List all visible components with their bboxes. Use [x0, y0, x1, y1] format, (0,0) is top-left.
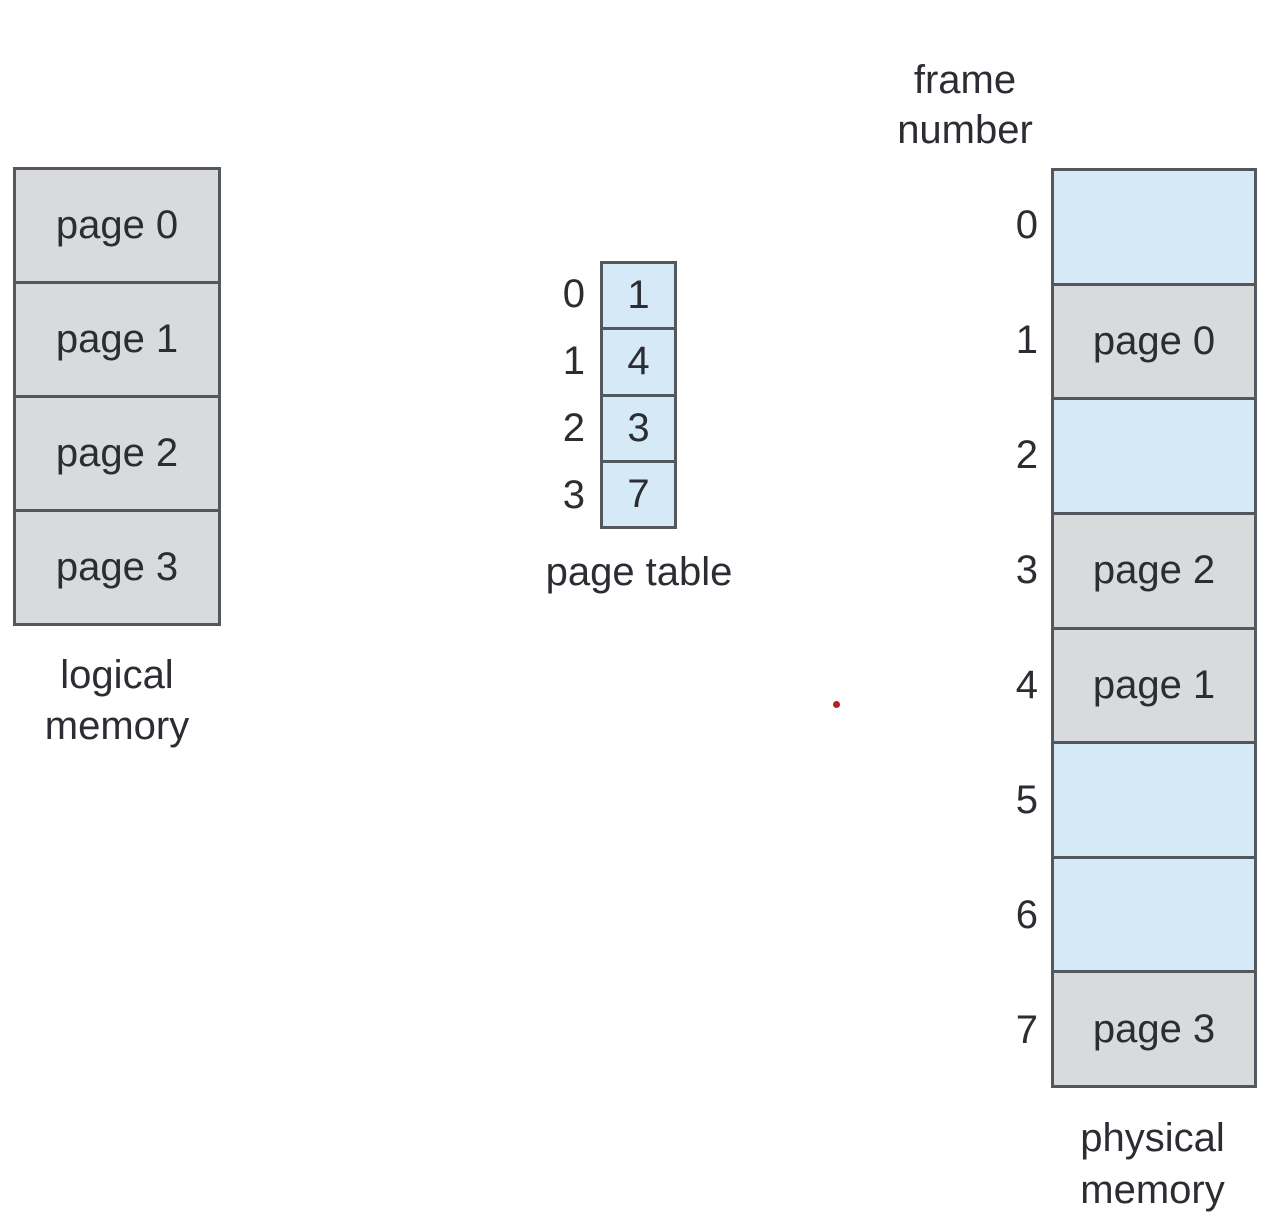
- logical-memory-box: page 0 page 1 page 2 page 3: [13, 167, 221, 626]
- logical-memory-cell: page 0: [16, 170, 218, 281]
- page-table-index: 2: [562, 406, 585, 450]
- frame-number-label: 7: [1015, 1008, 1038, 1052]
- logical-memory-caption-line: memory: [44, 704, 190, 748]
- frame-number-label: 1: [1015, 318, 1038, 362]
- logical-memory-cell: page 2: [16, 395, 218, 509]
- page-table-box: 1 4 3 7: [600, 261, 677, 529]
- page-table-caption: page table: [545, 550, 733, 594]
- frame-number-label: 5: [1015, 778, 1038, 822]
- frame-number-label: 6: [1015, 893, 1038, 937]
- page-table-cell: 4: [603, 327, 674, 394]
- physical-memory-caption-line: physical: [1080, 1116, 1225, 1160]
- physical-memory-caption: physical memory: [1040, 1112, 1265, 1216]
- physical-memory-frame: page 0: [1054, 282, 1254, 398]
- physical-memory-frame: [1054, 741, 1254, 856]
- physical-memory-frame: [1054, 171, 1254, 283]
- physical-memory-frame: page 2: [1054, 511, 1254, 627]
- logical-memory-cell: page 3: [16, 509, 218, 623]
- page-table-index: 0: [562, 272, 585, 316]
- frame-number-header: frame number: [857, 55, 1073, 155]
- frame-number-label: 3: [1015, 548, 1038, 592]
- logical-memory-cell: page 1: [16, 281, 218, 395]
- physical-memory-caption-line: memory: [1080, 1168, 1225, 1212]
- page-table-cell: 3: [603, 393, 674, 460]
- physical-memory-box: page 0 page 2 page 1 page 3: [1051, 168, 1257, 1088]
- frame-number-column: 0 1 2 3 4 5 6 7: [930, 168, 1038, 1088]
- logical-memory-caption: logical memory: [13, 650, 221, 752]
- frame-number-label: 2: [1015, 433, 1038, 477]
- page-table-cell: 1: [603, 264, 674, 328]
- frame-number-header-line: number: [897, 108, 1033, 152]
- page-table-index: 1: [562, 339, 585, 383]
- physical-memory-frame: [1054, 855, 1254, 971]
- page-table-index: 3: [562, 473, 585, 517]
- page-table-cell: 7: [603, 459, 674, 526]
- frame-number-label: 4: [1015, 663, 1038, 707]
- physical-memory-frame: page 1: [1054, 626, 1254, 742]
- physical-memory-frame: page 3: [1054, 970, 1254, 1085]
- laser-pointer-dot: [833, 701, 840, 708]
- logical-memory-caption-line: logical: [60, 653, 174, 697]
- frame-number-label: 0: [1015, 203, 1038, 247]
- frame-number-header-line: frame: [913, 58, 1017, 102]
- physical-memory-frame: [1054, 397, 1254, 512]
- page-table-index-column: 0 1 2 3: [500, 261, 585, 529]
